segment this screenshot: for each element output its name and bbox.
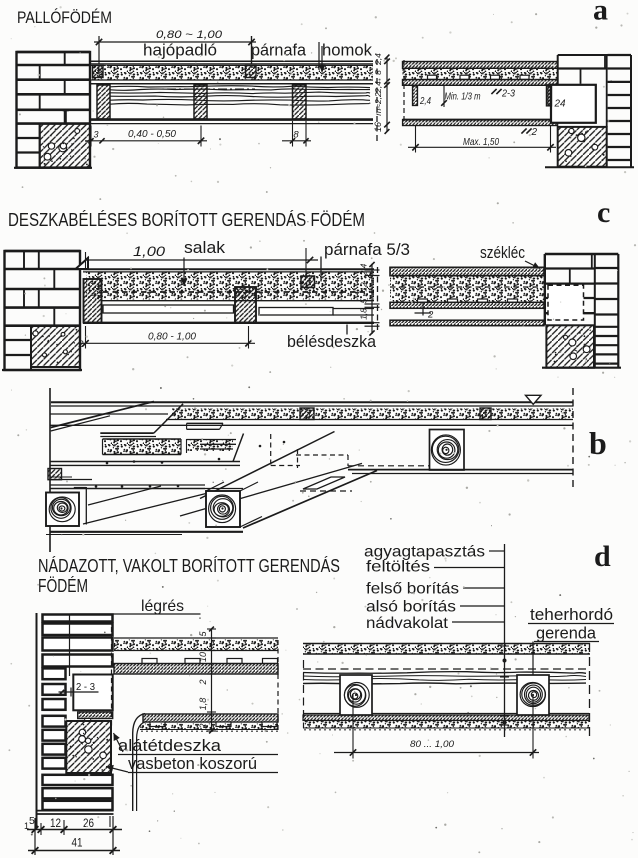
svg-text:1,8: 1,8: [359, 308, 369, 320]
svg-text:agyagtapasztás: agyagtapasztás: [364, 544, 485, 561]
svg-text:párnafa 5/3: párnafa 5/3: [324, 240, 410, 259]
svg-text:0,80 - 1,00: 0,80 - 1,00: [148, 331, 196, 343]
svg-text:2,4: 2,4: [359, 263, 369, 276]
svg-text:m≈2,2: m≈2,2: [373, 92, 383, 116]
svg-text:0,80 ~ 1,00: 0,80 ~ 1,00: [156, 29, 223, 41]
svg-text:NÁDAZOTT, VAKOLT BORÍTOTT GE: NÁDAZOTT, VAKOLT BORÍTOTT GERENDÁS: [38, 556, 340, 576]
svg-text:80 ... 1,00: 80 ... 1,00: [410, 739, 455, 750]
svg-text:12: 12: [50, 816, 61, 830]
svg-text:feltöltés: feltöltés: [366, 559, 430, 576]
svg-text:székléc: székléc: [480, 243, 525, 262]
svg-text:DESZKABÉLÉSES BORÍTOTT GEREN: DESZKABÉLÉSES BORÍTOTT GERENDÁS FÖDÉM: [8, 210, 365, 230]
svg-text:5: 5: [359, 298, 369, 303]
svg-text:a: a: [593, 0, 608, 27]
svg-text:2 - 3: 2 - 3: [76, 682, 95, 693]
svg-text:alátétdeszka: alátétdeszka: [118, 736, 222, 755]
svg-text:24: 24: [554, 99, 566, 110]
svg-text:26: 26: [83, 816, 94, 830]
svg-text:homok: homok: [322, 41, 372, 60]
svg-text:2,4: 2,4: [373, 81, 383, 94]
svg-text:PALLÓFÖDÉM: PALLÓFÖDÉM: [17, 8, 112, 27]
svg-text:bélésdeszka: bélésdeszka: [287, 332, 377, 351]
svg-text:b: b: [589, 425, 607, 461]
svg-text:hajópadló: hajópadló: [143, 41, 217, 60]
svg-text:2: 2: [78, 339, 84, 349]
svg-text:8: 8: [373, 70, 383, 75]
svg-text:felső borítás: felső borítás: [366, 581, 459, 598]
svg-text:nádvakolat: nádvakolat: [366, 615, 449, 632]
svg-text:12: 12: [359, 282, 369, 292]
svg-text:c: c: [597, 196, 610, 229]
svg-text:10: 10: [198, 652, 208, 662]
svg-text:FÖDÉM: FÖDÉM: [38, 576, 88, 596]
svg-text:Max. 1,50: Max. 1,50: [463, 136, 499, 148]
svg-text:1,00: 1,00: [133, 244, 166, 259]
svg-text:1: 1: [24, 821, 29, 831]
svg-text:2-3: 2-3: [501, 89, 515, 100]
svg-text:2,4: 2,4: [419, 95, 431, 107]
svg-text:2: 2: [198, 723, 208, 729]
svg-text:2: 2: [427, 310, 434, 321]
svg-text:vasbeton koszorú: vasbeton koszorú: [128, 754, 257, 773]
svg-text:párnafa: párnafa: [251, 41, 307, 60]
svg-text:5: 5: [198, 631, 208, 637]
svg-text:alsó borítás: alsó borítás: [366, 599, 456, 616]
svg-text:salak: salak: [184, 238, 226, 257]
svg-text:0,40 - 0,50: 0,40 - 0,50: [128, 128, 176, 140]
svg-text:teherhordó: teherhordó: [530, 605, 613, 624]
svg-text:2,4: 2,4: [373, 53, 383, 66]
svg-text:d: d: [594, 540, 611, 573]
svg-text:16: 16: [373, 122, 383, 132]
svg-text:41: 41: [72, 836, 83, 850]
svg-text:1,8: 1,8: [198, 698, 208, 711]
svg-text:gerenda: gerenda: [536, 624, 597, 643]
svg-text:5: 5: [29, 815, 35, 827]
svg-text:2: 2: [198, 679, 208, 685]
svg-text:Min. 1/3 m: Min. 1/3 m: [445, 92, 481, 103]
svg-text:3: 3: [93, 130, 98, 140]
svg-text:2: 2: [531, 127, 538, 138]
svg-text:8: 8: [293, 130, 299, 141]
svg-text:légrés: légrés: [141, 598, 184, 615]
